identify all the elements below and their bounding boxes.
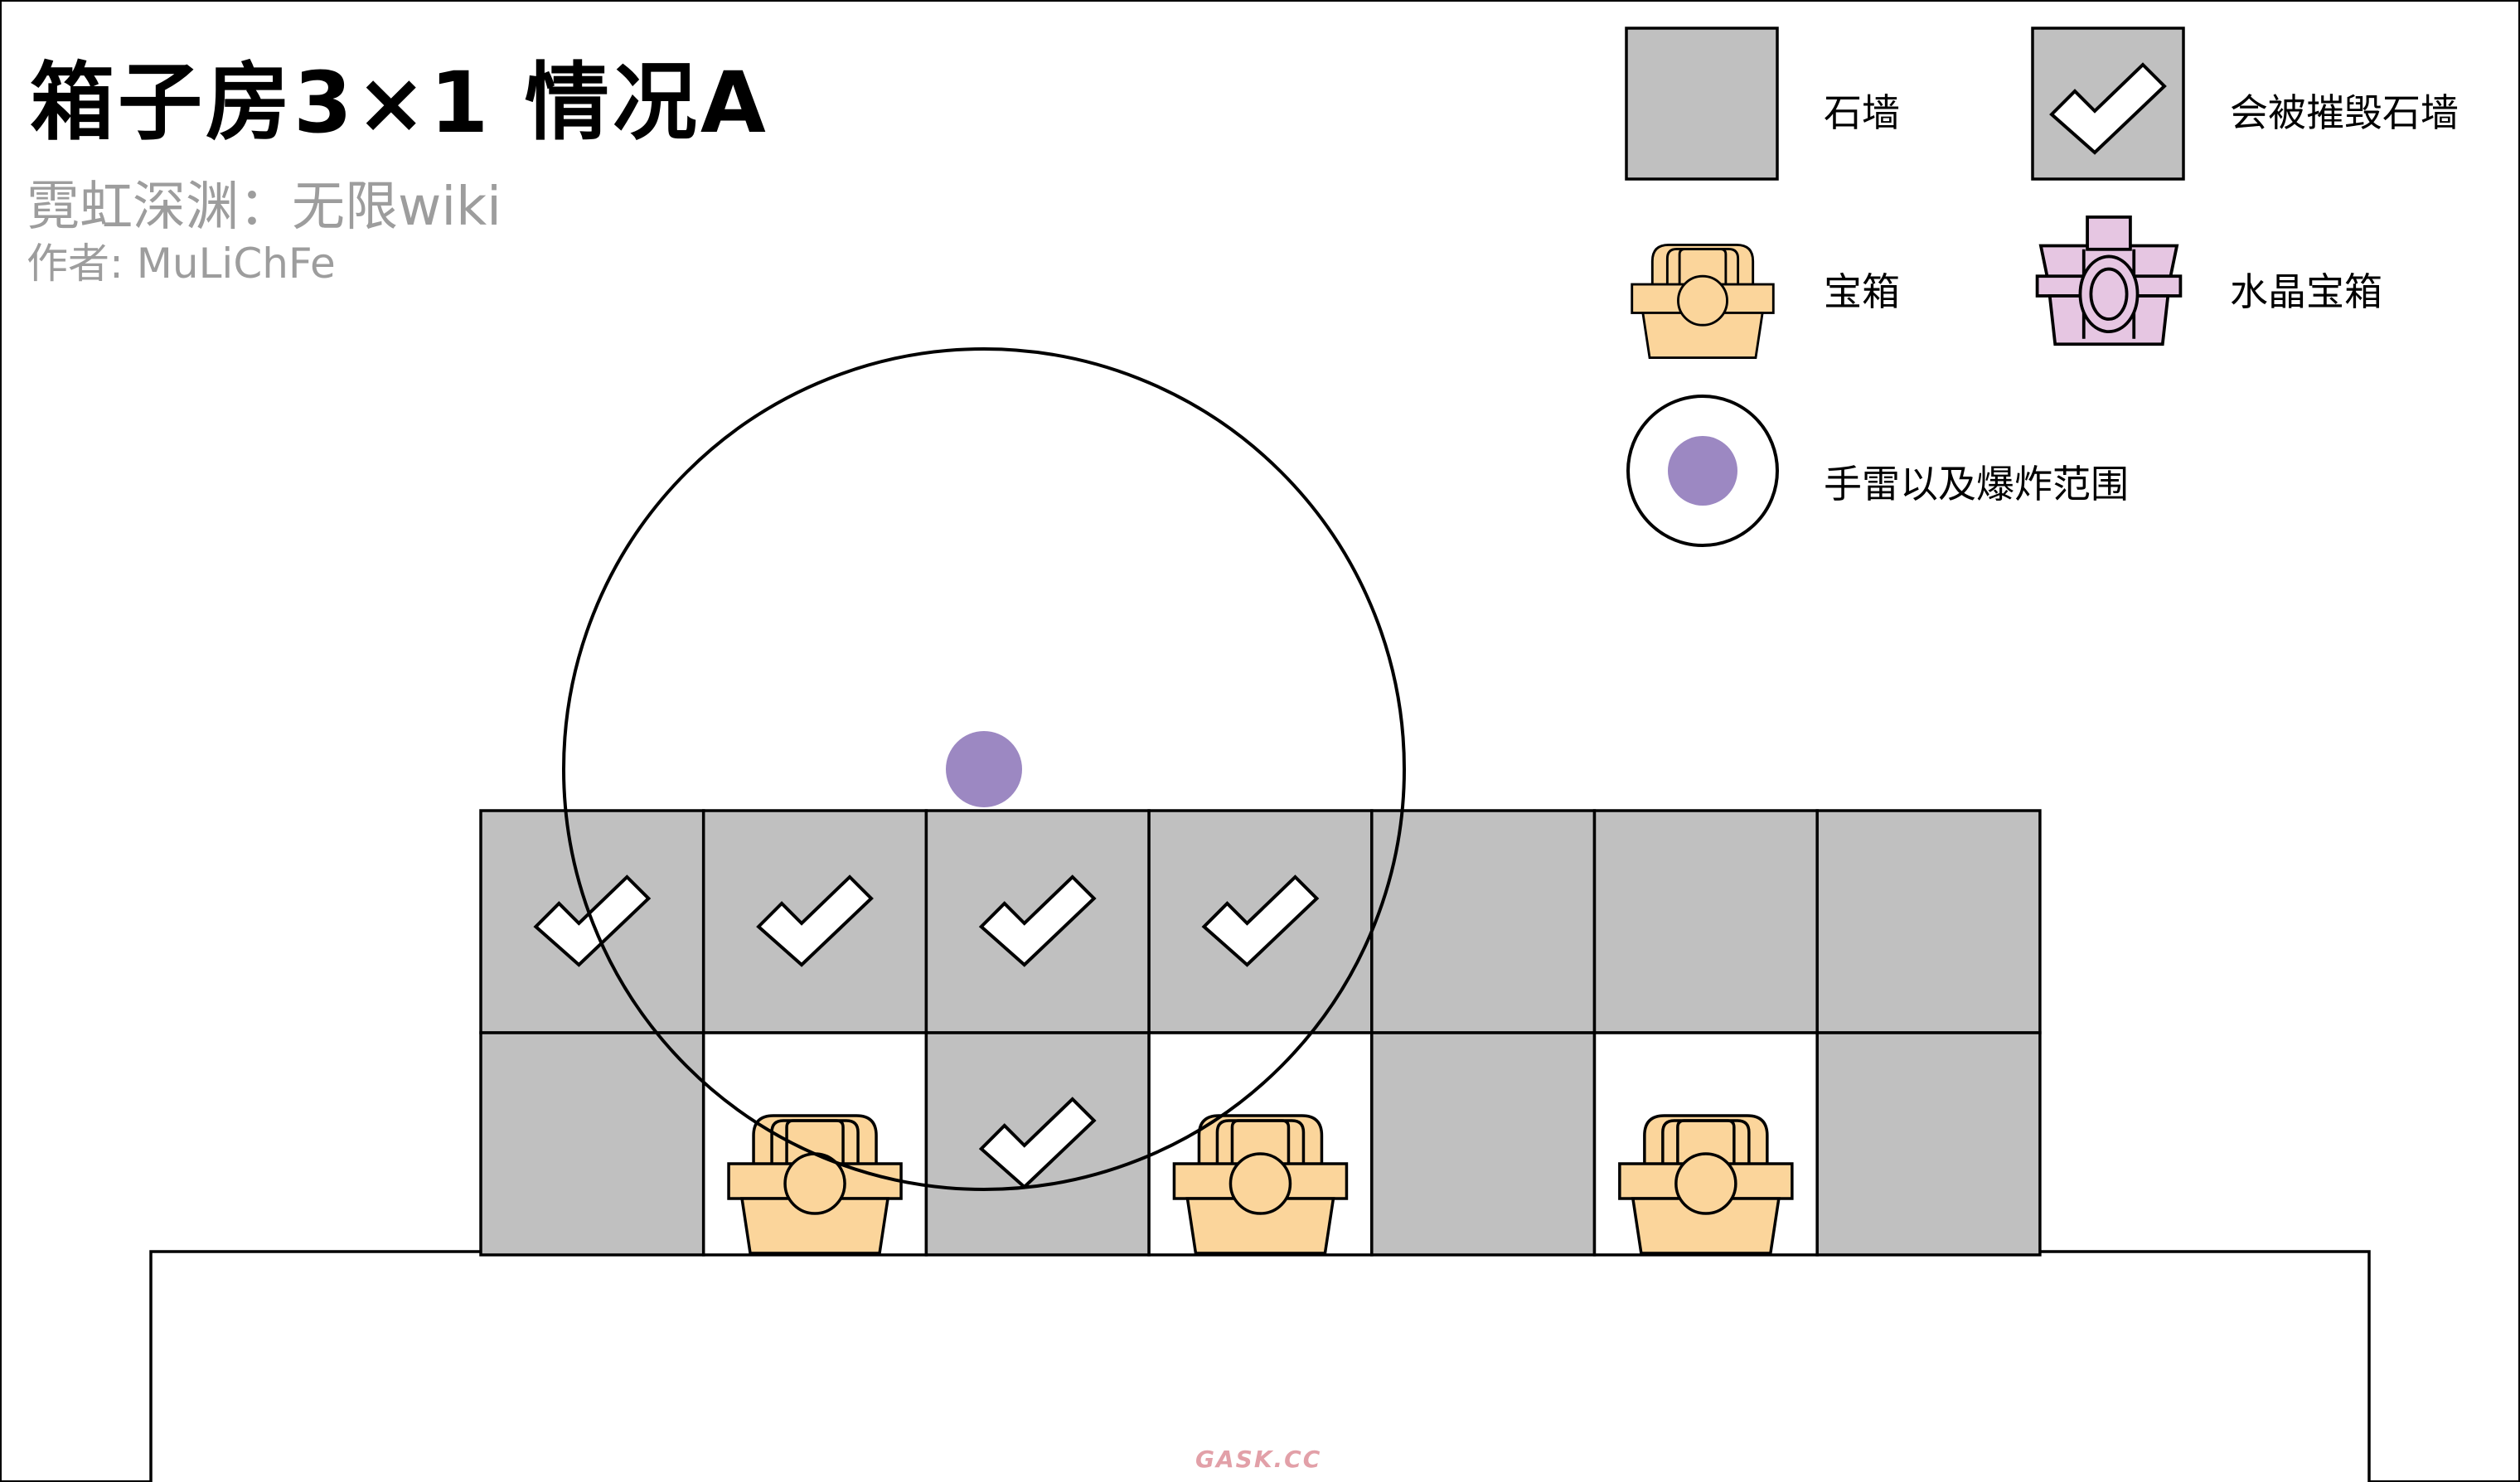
chest-icon [1618,1114,1794,1255]
grenade-icon [946,731,1022,807]
legend-crystal-chest-label: 水晶宝箱 [2230,269,2382,314]
author-credit: 作者: MuLiChFe [27,240,336,288]
room-cell-1-3 [1147,1031,1374,1257]
source-subtitle: 霓虹深渊：无限wiki [27,177,502,238]
explosion-range-circle [562,347,1406,1191]
room-cell-0-5 [1592,809,1819,1034]
room-cell-1-0 [479,1031,705,1257]
room-cell-1-1 [701,1031,928,1257]
legend-chest-label: 宝箱 [1824,269,1900,314]
room-cell-0-6 [1815,809,2042,1034]
legend-chest-icon [1631,244,1775,360]
legend-stone-wall-label: 石墙 [1824,90,1900,135]
room-cell-1-6 [1815,1031,2042,1257]
legend-grenade-icon [1626,395,1779,547]
room-grid [479,809,2042,1257]
floor-platform [149,1250,2371,1482]
watermark: GASK.CC [1195,1446,1322,1473]
page-title: 箱子房3×1 情况A [30,54,769,153]
room-cell-1-5 [1592,1031,1819,1257]
legend-destructible-wall-swatch [2031,27,2185,181]
room-cell-0-1 [701,809,928,1034]
room-cell-1-2 [924,1031,1151,1257]
room-cell-0-2 [924,809,1151,1034]
legend-destructible-wall-label: 会被摧毁石墙 [2230,90,2459,135]
room-cell-1-4 [1370,1031,1597,1257]
room-cell-0-3 [1147,809,1374,1034]
room-cell-0-4 [1370,809,1597,1034]
legend-stone-wall-swatch [1625,27,1779,181]
chest-icon [1172,1114,1349,1255]
legend-crystal-chest-icon [2035,216,2183,346]
chest-icon [727,1114,903,1255]
legend-grenade-label: 手雷以及爆炸范围 [1824,462,2129,506]
legend [1625,27,2185,547]
